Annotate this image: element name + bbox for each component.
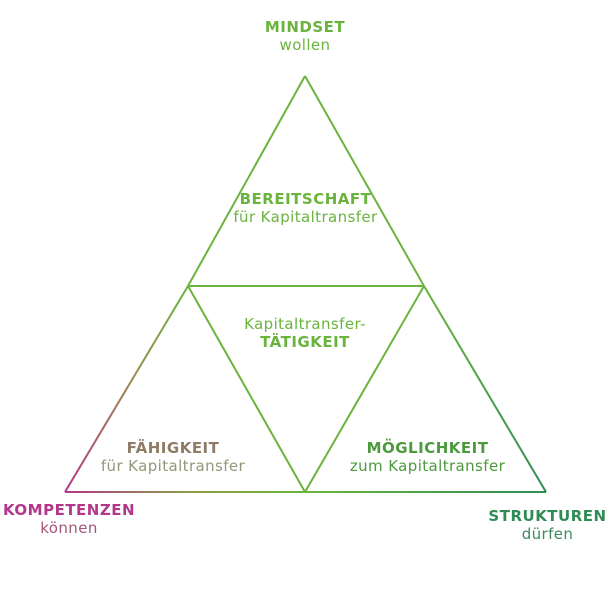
- faehigkeit-title: FÄHIGKEIT: [126, 439, 220, 457]
- faehigkeit-label: FÄHIGKEIT für Kapitaltransfer: [88, 439, 258, 475]
- strukturen-title: STRUKTUREN: [488, 507, 607, 525]
- taetigkeit-title: TÄTIGKEIT: [260, 333, 350, 351]
- strukturen-label: STRUKTUREN dürfen: [485, 507, 610, 543]
- moeglichkeit-sub: zum Kapitaltransfer: [349, 457, 506, 475]
- bereitschaft-sub: für Kapitaltransfer: [233, 208, 378, 226]
- mindset-title: MINDSET: [264, 18, 346, 36]
- taetigkeit-pre: Kapitaltransfer-: [244, 315, 366, 333]
- kompetenzen-label: KOMPETENZEN können: [0, 501, 138, 537]
- outer-edge-left-lower: [64, 285, 189, 493]
- bereitschaft-label: BEREITSCHAFT für Kapitaltransfer: [218, 190, 393, 226]
- moeglichkeit-label: MÖGLICHKEIT zum Kapitaltransfer: [340, 439, 515, 475]
- moeglichkeit-title: MÖGLICHKEIT: [366, 439, 489, 457]
- mindset-label: MINDSET wollen: [245, 18, 365, 54]
- inner-edge-right: [304, 285, 425, 493]
- outer-edge-left-upper: [187, 75, 306, 287]
- mindset-sub: wollen: [279, 36, 331, 54]
- outer-edge-right-lower: [423, 285, 547, 493]
- kompetenzen-sub: können: [40, 519, 98, 537]
- taetigkeit-label: Kapitaltransfer- TÄTIGKEIT: [225, 315, 385, 351]
- outer-edge-right-upper: [304, 75, 425, 287]
- faehigkeit-sub: für Kapitaltransfer: [100, 457, 246, 475]
- inner-edge-left: [187, 285, 306, 493]
- kompetenzen-title: KOMPETENZEN: [2, 501, 136, 519]
- bereitschaft-title: BEREITSCHAFT: [239, 190, 372, 208]
- strukturen-sub: dürfen: [521, 525, 574, 543]
